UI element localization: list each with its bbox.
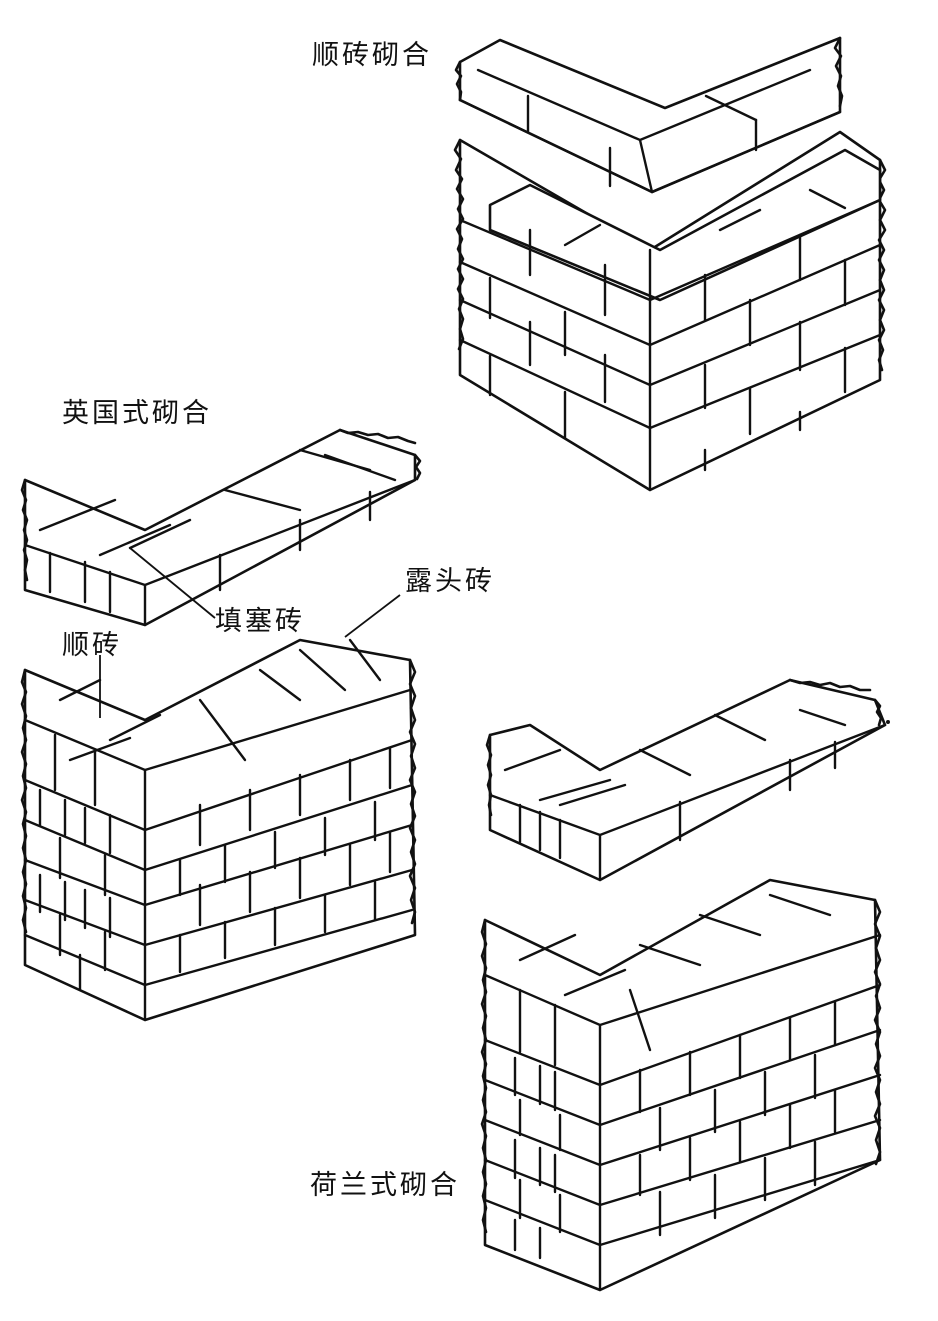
- dutch-bond-wall: [480, 878, 882, 1292]
- label-header-brick: 露头砖: [405, 566, 495, 597]
- leader-header-brick: [344, 594, 401, 638]
- label-english-bond: 英国式砌合: [62, 398, 212, 429]
- english-bond-wall: [20, 638, 417, 1022]
- label-stretcher-brick: 顺砖: [62, 630, 122, 661]
- label-closer-brick: 填塞砖: [215, 606, 305, 637]
- label-dutch-bond: 荷兰式砌合: [310, 1170, 460, 1201]
- stretcher-bond-course-layer: [454, 36, 844, 194]
- stretcher-bond-wall: [453, 130, 887, 492]
- english-bond-top-course: [20, 428, 422, 627]
- stray-dot: [886, 720, 890, 724]
- leader-lines: [99, 547, 401, 718]
- dutch-bond-top-course: [485, 678, 887, 882]
- leader-closer-brick: [129, 547, 216, 619]
- label-stretcher-bond: 顺砖砌合: [312, 40, 432, 71]
